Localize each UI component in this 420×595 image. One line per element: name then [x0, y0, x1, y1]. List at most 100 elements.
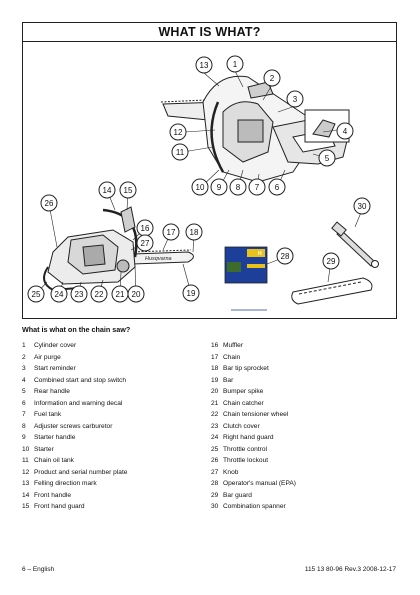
callout-8: 8	[229, 178, 247, 196]
svg-text:12: 12	[174, 128, 183, 137]
svg-text:16: 16	[141, 224, 150, 233]
bar-guard	[291, 277, 373, 305]
svg-text:28: 28	[281, 252, 290, 261]
callout-15: 15	[119, 181, 137, 199]
callout-11: 11	[171, 143, 189, 161]
callout-18: 18	[185, 223, 203, 241]
svg-text:30: 30	[358, 202, 367, 211]
svg-text:7: 7	[255, 183, 260, 192]
svg-text:5: 5	[325, 154, 330, 163]
svg-text:10: 10	[196, 183, 205, 192]
callout-7: 7	[248, 178, 266, 196]
svg-text:15: 15	[124, 186, 133, 195]
svg-text:24: 24	[55, 290, 64, 299]
svg-text:8: 8	[236, 183, 241, 192]
callout-23: 23	[70, 285, 88, 303]
operators-manual: H	[224, 246, 268, 311]
chainsaw-diagram: Husqvarna	[27, 55, 379, 311]
callout-13: 13	[195, 56, 213, 74]
callout-14: 14	[98, 181, 116, 199]
svg-text:17: 17	[167, 228, 176, 237]
callout-19: 19	[182, 284, 200, 302]
combination-spanner	[331, 221, 379, 268]
svg-text:20: 20	[132, 290, 141, 299]
svg-text:4: 4	[343, 127, 348, 136]
chainsaw-top-view	[160, 75, 350, 183]
svg-text:23: 23	[75, 290, 84, 299]
document-code: 115 13 80-96 Rev.3 2008-12-17	[304, 566, 396, 573]
parts-list-heading: What is what on the chain saw?	[22, 325, 131, 334]
svg-text:22: 22	[95, 290, 104, 299]
callout-5: 5	[318, 149, 336, 167]
callout-25: 25	[27, 285, 45, 303]
callout-2: 2	[263, 69, 281, 87]
svg-text:6: 6	[275, 183, 280, 192]
callout-6: 6	[268, 178, 286, 196]
svg-text:1: 1	[233, 60, 238, 69]
callout-27: 27	[136, 234, 154, 252]
callout-20: 20	[127, 285, 145, 303]
page-title: WHAT IS WHAT?	[158, 25, 261, 39]
callout-17: 17	[162, 223, 180, 241]
bar-brand-text: Husqvarna	[145, 256, 172, 262]
callout-21: 21	[111, 285, 129, 303]
callout-3: 3	[286, 90, 304, 108]
callout-4: 4	[336, 122, 354, 140]
callout-12: 12	[169, 123, 187, 141]
svg-text:9: 9	[217, 183, 222, 192]
svg-text:29: 29	[327, 257, 336, 266]
callout-29: 29	[322, 252, 340, 270]
svg-text:25: 25	[32, 290, 41, 299]
page-number-label: 6 – English	[22, 566, 55, 573]
svg-text:14: 14	[103, 186, 112, 195]
svg-text:13: 13	[200, 61, 209, 70]
svg-text:26: 26	[45, 199, 54, 208]
svg-text:3: 3	[293, 95, 298, 104]
svg-text:21: 21	[116, 290, 125, 299]
svg-text:19: 19	[187, 289, 196, 298]
page-title-bar: WHAT IS WHAT?	[22, 22, 397, 42]
parts-illustration: Husqvarna	[22, 42, 397, 319]
callout-9: 9	[210, 178, 228, 196]
callout-24: 24	[50, 285, 68, 303]
callout-16: 16	[136, 219, 154, 237]
svg-text:27: 27	[141, 239, 150, 248]
callout-30: 30	[353, 197, 371, 215]
svg-text:2: 2	[270, 74, 275, 83]
callout-1: 1	[226, 55, 244, 73]
svg-text:11: 11	[176, 148, 185, 157]
svg-text:18: 18	[190, 228, 199, 237]
chainsaw-side-view: Husqvarna	[43, 206, 194, 292]
callout-10: 10	[191, 178, 209, 196]
callout-leader-lines	[35, 70, 363, 295]
